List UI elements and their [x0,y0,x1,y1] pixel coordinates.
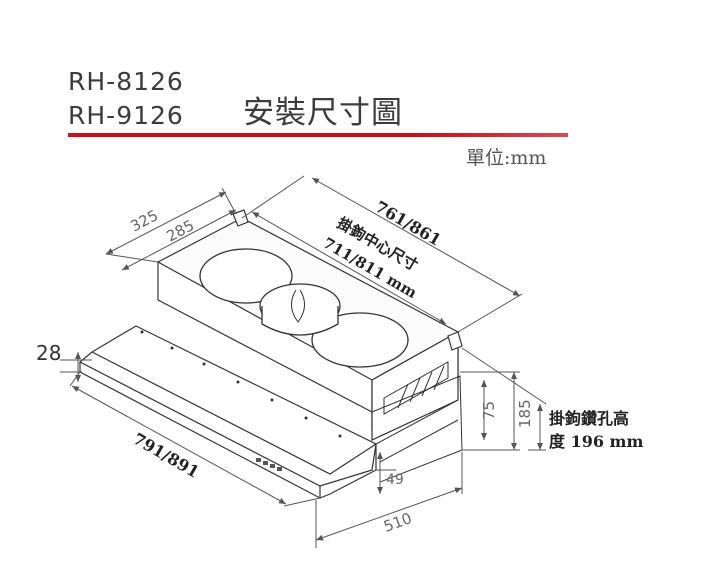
diagram-title: 安裝尺寸圖 [243,95,403,131]
bracket-left [232,209,249,227]
label-depth-outer: 325 [127,206,161,235]
label-width-front: 791/891 [130,429,202,482]
hook-label-line-2: 度 196 mm [549,432,644,451]
unit-label: 單位:mm [466,147,547,169]
dim-hook-center [251,211,447,325]
title-underline [68,133,568,137]
model-number-2: RH-9126 [68,101,184,130]
hook-drill-height-label: 掛鉤鑽孔高 度 196 mm [549,407,643,453]
label-depth-inner: 285 [163,216,197,245]
label-depth-bottom: 510 [381,509,414,536]
side-rail [375,399,459,463]
label-height-inner: 75 [480,401,498,420]
dim-depth-bottom [315,487,463,541]
dim-depth-inner [121,209,237,271]
label-front-offset: 49 [386,472,404,488]
bracket-right [447,331,463,351]
dimension-lines [60,175,547,548]
label-front-thickness: 28 [36,341,61,365]
label-height-outer: 185 [516,399,534,428]
dim-width-front [71,385,287,505]
vent-slots [383,361,449,415]
model-number-1: RH-8126 [68,67,184,96]
hook-label-line-1: 掛鉤鑽孔高 [549,409,630,428]
